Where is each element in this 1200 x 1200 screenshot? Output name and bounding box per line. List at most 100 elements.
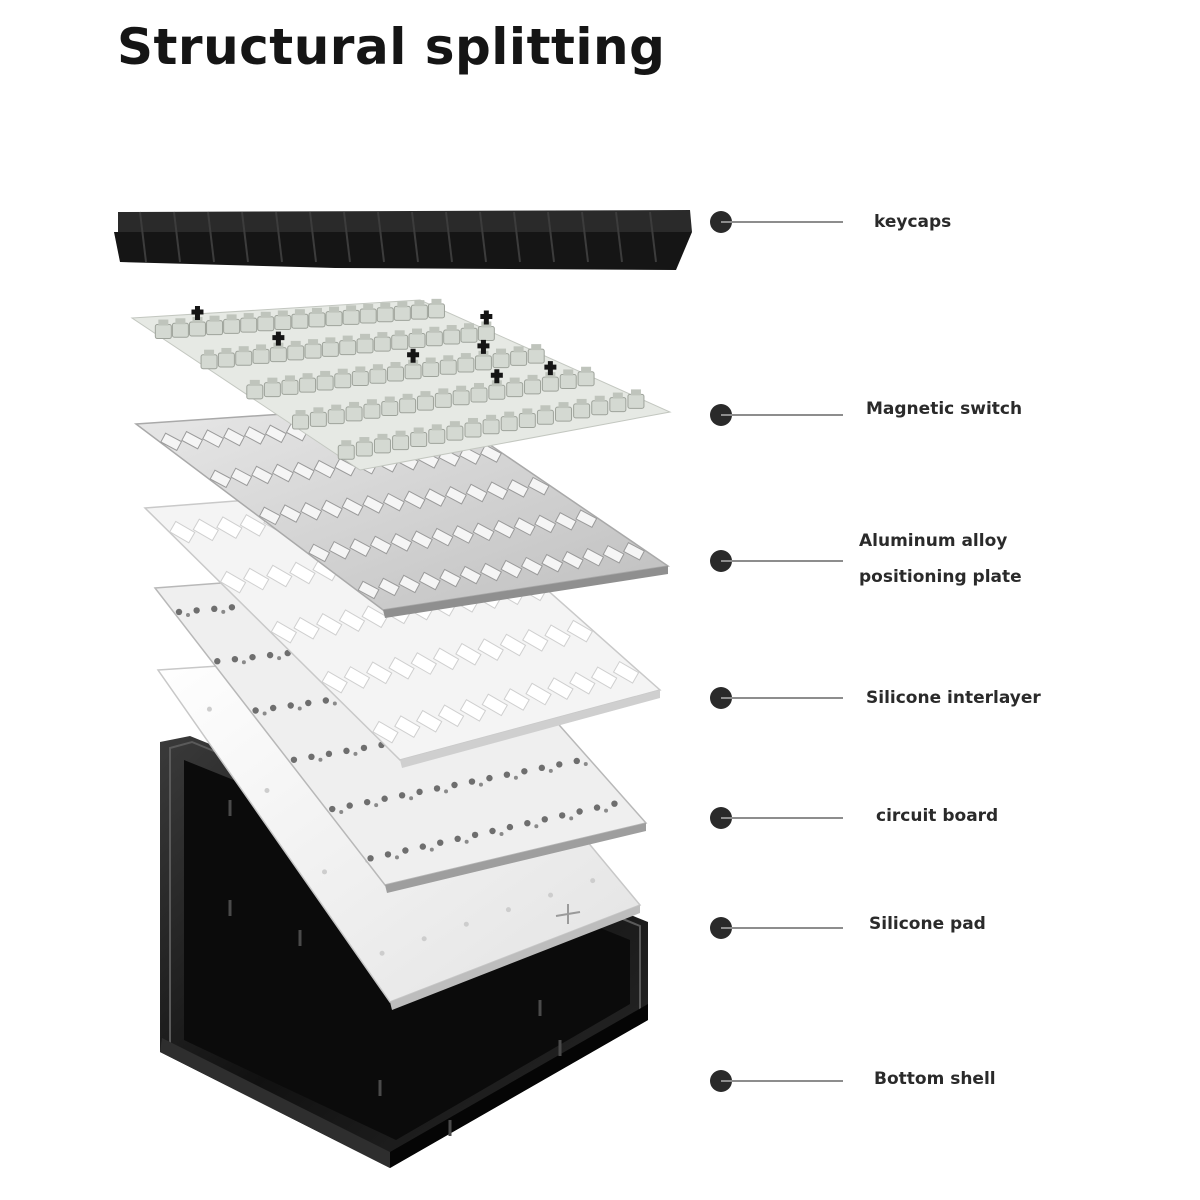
plate-switch-cutout — [308, 543, 331, 563]
interlayer-cutout — [455, 642, 482, 666]
switch-housing — [263, 382, 281, 398]
plate-switch-cutout — [418, 571, 441, 591]
pcb-hole — [228, 604, 236, 611]
keycap-ridge-line — [581, 211, 589, 263]
pcb-hole — [454, 835, 461, 842]
switch-black-stem — [407, 348, 420, 363]
interlayer-cutout — [361, 605, 388, 629]
switch-top — [209, 315, 220, 322]
pcb-hole — [583, 761, 588, 766]
pad-dot — [548, 892, 554, 898]
plate-switch-cutout — [602, 544, 625, 564]
switch-black-stem — [480, 310, 493, 325]
keycap-ridge-line — [411, 211, 419, 263]
interlayer-cutout — [321, 670, 348, 694]
keycap-ridge-line — [513, 211, 521, 263]
interlayer-cutout — [372, 720, 399, 744]
switch-housing — [446, 425, 464, 441]
switch-housing — [281, 379, 299, 395]
switch-top — [531, 344, 542, 351]
switch-top — [349, 401, 360, 408]
switch-housing — [452, 390, 470, 406]
switch-housing — [235, 350, 253, 366]
keycap-ridge-line — [241, 211, 249, 263]
plate-switch-cutout — [341, 497, 364, 517]
switch-housing — [217, 352, 235, 368]
label-bottom-shell: Bottom shell — [874, 1069, 996, 1089]
pcb-hole — [231, 656, 239, 663]
label-silicone-pad: Silicone pad — [869, 914, 986, 934]
switch-black-stem — [272, 331, 285, 346]
plate-switch-cutout — [313, 459, 336, 479]
switch-top — [325, 337, 336, 344]
pad-cross-mark — [555, 904, 581, 924]
interlayer-cutout — [547, 677, 574, 700]
label-aluminum-plate-line-2: positioning plate — [859, 567, 1022, 587]
switch-top — [377, 332, 388, 339]
pcb-hole — [569, 816, 574, 821]
plate-switch-cutout — [243, 426, 266, 445]
pcb-hole — [556, 761, 563, 768]
plate-switch-cutout — [264, 424, 287, 444]
interlayer-cutout — [289, 561, 316, 585]
plate-switch-cutout — [424, 488, 447, 507]
switch-top — [384, 396, 395, 403]
pad-dot — [322, 869, 328, 875]
switch-housing — [308, 312, 326, 328]
plate-switch-cutout — [534, 514, 557, 534]
pad-dot — [379, 950, 385, 956]
pcb-hole — [363, 798, 371, 806]
switch-housing — [399, 398, 417, 414]
pcb-hole — [429, 847, 434, 852]
switch-housing — [252, 348, 270, 364]
plate-switch-cutout — [507, 479, 529, 498]
switch-top — [390, 362, 401, 368]
switch-top — [342, 335, 353, 342]
label-keycaps: keycaps — [874, 212, 952, 232]
keycap-ridge-line — [377, 211, 385, 263]
interlayer-cutout — [459, 698, 487, 722]
keycap-ridge-line — [445, 211, 453, 263]
switch-housing — [325, 311, 343, 327]
plate-switch-cutout — [444, 485, 467, 505]
switch-housing — [609, 397, 627, 413]
pcb-hole — [266, 651, 274, 659]
switch-top — [204, 349, 215, 356]
switch-top — [527, 374, 538, 381]
pcb-hole — [346, 802, 353, 809]
keycap-ridge-line — [275, 211, 283, 263]
switch-top — [558, 402, 569, 409]
switch-housing — [559, 373, 577, 389]
interlayer-cutout — [266, 564, 293, 588]
switch-housing — [154, 324, 172, 340]
switch-top — [311, 307, 322, 314]
interlayer-cutout — [410, 652, 438, 675]
pcb-hole — [464, 839, 469, 844]
interlayer-cutout — [481, 693, 509, 717]
switch-top — [509, 377, 520, 384]
switch-housing — [373, 336, 391, 352]
switch-housing — [309, 411, 327, 427]
plate-switch-cutout — [160, 432, 183, 452]
pcb-hole — [521, 768, 528, 775]
interlayer-cutout — [612, 660, 640, 684]
pcb-hole — [249, 653, 256, 661]
switch-housing — [408, 333, 426, 349]
switch-top — [360, 333, 371, 340]
switch-housing — [316, 375, 334, 391]
plate-switch-cutout — [362, 495, 385, 514]
pad-dot — [206, 706, 212, 712]
plate-switch-cutout — [334, 457, 357, 477]
callout-leader-line — [721, 817, 843, 819]
interlayer-cutout — [499, 633, 527, 657]
keycap-ridge-line — [343, 211, 351, 263]
plate-switch-cutout — [349, 538, 372, 557]
pcb-hole — [437, 839, 444, 846]
switch-top — [395, 430, 406, 437]
magnetic-switches-part — [130, 298, 672, 471]
switch-housing — [524, 379, 542, 395]
switch-housing — [337, 444, 355, 460]
switch-top — [346, 305, 357, 312]
